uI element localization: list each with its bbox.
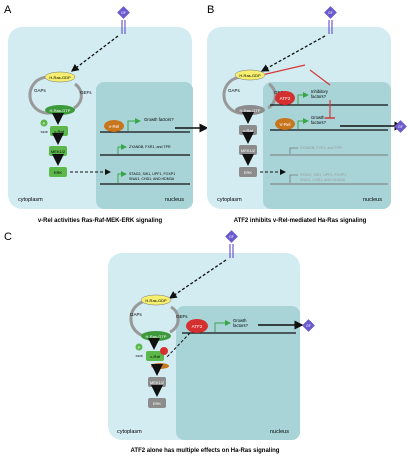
svg-text:Growth factors?: Growth factors? [144,117,174,122]
svg-text:STAG2, SIK1, UPF1, FOXP1: STAG2, SIK1, UPF1, FOXP1 [300,173,346,177]
svg-text:MEK1/2: MEK1/2 [241,148,256,153]
svg-text:ZYANDB, FXR1, and TPR: ZYANDB, FXR1, and TPR [300,146,342,150]
svg-text:GAPs: GAPs [130,312,143,317]
svg-text:c-Raf: c-Raf [243,128,253,133]
svg-text:H-Ras-GTP: H-Ras-GTP [240,108,261,113]
svg-text:ERK: ERK [153,401,162,406]
panel-b-caption: ATF2 inhibits v-Rel-mediated Ha-Ras sign… [234,218,367,224]
svg-text:factors?: factors? [311,120,327,125]
svg-text:S338: S338 [135,354,142,358]
svg-text:GAPs: GAPs [34,88,47,93]
svg-text:H-Ras-GDP: H-Ras-GDP [49,75,71,80]
svg-text:GF: GF [229,235,234,239]
panel-a-v-rel [104,120,124,132]
panel-b-inhibit-line [309,69,331,86]
svg-text:S338: S338 [40,130,47,134]
panel-c-atf2 [186,319,208,333]
svg-text:nucleus: nucleus [270,429,289,435]
panel-c-mek [148,377,166,387]
svg-text:P: P [138,345,141,350]
svg-text:MEK1/2: MEK1/2 [150,380,165,385]
panel-c-raf [146,351,164,361]
svg-text:SNAI1, CHD1, AND HDM3A: SNAI1, CHD1, AND HDM3A [300,178,346,182]
svg-text:cytoplasm: cytoplasm [117,429,142,435]
svg-text:Growth: Growth [233,318,247,323]
panel-b: B GF GAPs GEFs H-Ras-GDP H-Ras-GTP c-Raf… [207,4,407,224]
svg-text:GAPs: GAPs [228,88,241,93]
svg-text:nucleus: nucleus [165,197,184,203]
svg-text:Growth: Growth [311,115,325,120]
svg-text:ERK: ERK [54,170,63,175]
svg-text:GF: GF [398,125,403,129]
svg-text:GF: GF [306,324,311,328]
svg-text:c-Raf: c-Raf [54,129,64,134]
svg-text:GF: GF [121,11,126,15]
panel-b-nucleus [263,82,391,209]
svg-text:factors?: factors? [311,94,327,99]
panel-a-letter: A [4,4,12,16]
svg-text:MEK1/2: MEK1/2 [51,149,66,154]
panel-c-erk [148,398,166,408]
svg-text:H-Ras-GDP: H-Ras-GDP [145,298,167,303]
panel-a-nucleus [96,82,193,209]
panel-a-ras-gtp [45,105,75,115]
svg-text:V-Rel: V-Rel [279,122,290,127]
panel-a-erk [49,167,67,177]
svg-text:C: C [4,231,12,243]
panel-b-atf2 [275,91,295,105]
svg-text:H-Ras-GDP: H-Ras-GDP [239,73,261,78]
panel-a-caption: v-Rel activities Ras-Raf-MEK-ERK signali… [38,218,163,224]
svg-text:B: B [207,4,214,16]
svg-text:GEFs: GEFs [80,90,92,95]
svg-text:nucleus: nucleus [363,197,382,203]
svg-text:ZYANDB, FXR1, and TPR: ZYANDB, FXR1, and TPR [129,145,171,149]
svg-text:Inhibitory: Inhibitory [311,89,329,94]
svg-text:v-Rel: v-Rel [109,124,120,129]
svg-text:P: P [43,121,46,126]
panel-a-ras-gdp [44,71,76,83]
panel-a-gefs-arrow [73,82,83,110]
svg-text:c-Raf: c-Raf [150,354,160,359]
panel-a-phospho [40,119,48,127]
svg-text:GEFs: GEFs [176,314,188,319]
svg-text:ATF2: ATF2 [280,96,291,101]
svg-text:H-Ras-GTP: H-Ras-GTP [50,108,71,113]
svg-text:STAG2, SIK1, UPF1, FOXP1: STAG2, SIK1, UPF1, FOXP1 [129,172,175,176]
svg-text:ERK: ERK [244,170,253,175]
svg-text:factors?: factors? [233,323,249,328]
panel-c-caption: ATF2 alone has multiple effects on Ha-Ra… [131,448,280,454]
svg-text:GF: GF [328,11,333,15]
svg-text:cytoplasm: cytoplasm [217,197,242,203]
panel-c: C GF GAPs GEFs H-Ras-GDP H-Ras-GTP P S33… [4,230,315,454]
svg-text:cytoplasm: cytoplasm [18,197,43,203]
svg-text:SNAI1, CHD1, AND HDM3A: SNAI1, CHD1, AND HDM3A [129,177,175,181]
panel-a: A GF GAPs GEFs H-Ras-GDP H-Ras-GTP P S33… [4,4,219,224]
panel-a-mek [49,146,67,156]
svg-text:ATF2: ATF2 [192,324,203,329]
panel-c-nucleus [176,306,300,440]
svg-text:H-Ras-GTP: H-Ras-GTP [146,334,167,339]
